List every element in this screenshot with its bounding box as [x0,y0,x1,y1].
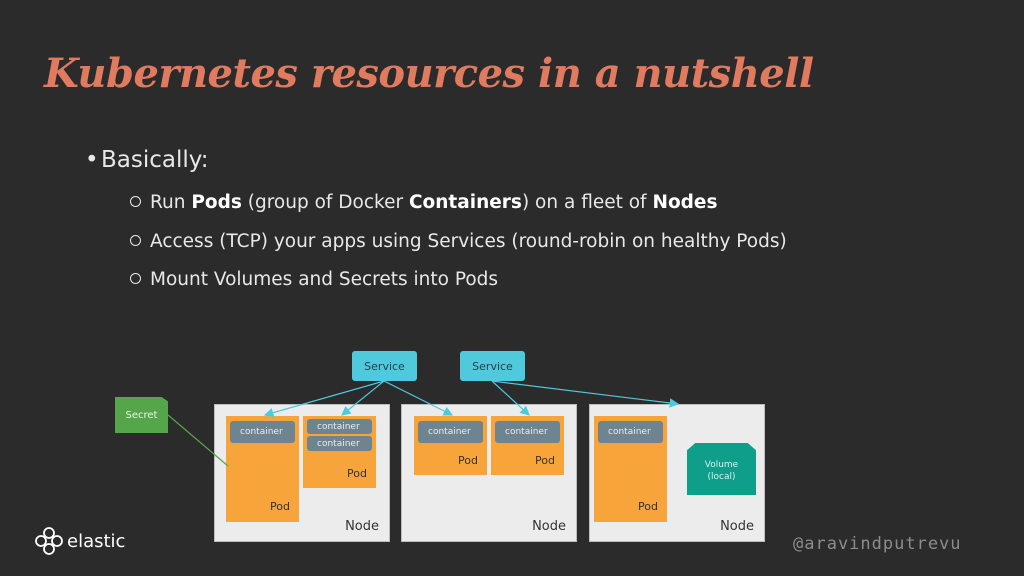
service-1-to-pod-2-line [341,380,385,416]
container-1: container [230,421,295,443]
sub-bullet-volumes: Mount Volumes and Secrets into Pods [130,269,498,290]
pod-2: container container Pod [303,416,376,488]
elastic-logo: elastic [35,527,125,555]
node-label: Node [720,519,754,534]
pod-label: Pod [535,454,555,467]
volume-label: Volume [704,460,739,470]
pod-label: Pod [347,467,367,480]
bullet-basically: •Basically: [85,147,209,173]
node-label: Node [345,519,379,534]
node-label: Node [532,519,566,534]
sub-bullet-services: Access (TCP) your apps using Services (r… [130,231,787,252]
secret-to-pod-line [167,414,229,467]
pod-4: container Pod [491,416,564,475]
service-1: Service [352,351,417,381]
container-2: container [307,419,372,434]
volume-sublabel: (local) [707,472,736,482]
pod-5: container Pod [594,416,667,522]
pod-1: container Pod [226,416,299,522]
pod-label: Pod [638,500,658,513]
logo-text: elastic [67,530,126,552]
elastic-logo-icon [35,527,63,555]
pod-label: Pod [458,454,478,467]
service-2: Service [460,351,525,381]
pod-label: Pod [270,500,290,513]
service-1-to-pod-1-line [263,380,385,418]
service-2-to-node-3-line [491,380,680,408]
circle-bullet-icon [130,196,141,207]
sub-bullet-pods: Run Pods (group of Docker Containers) on… [130,192,717,213]
service-2-to-pod-4-line [491,380,530,416]
pod-3: container Pod [414,416,487,475]
volume-local: Volume (local) [687,443,756,495]
container-4: container [418,421,483,443]
container-5: container [495,421,560,443]
secret: Secret [115,397,168,433]
bullet-text: Basically: [101,147,209,173]
container-6: container [598,421,663,443]
circle-bullet-icon [130,273,141,284]
service-1-to-pod-3-line [383,380,454,416]
slide-title: Kubernetes resources in a nutshell [44,50,814,97]
twitter-handle: @aravindputrevu [793,534,962,554]
circle-bullet-icon [130,235,141,246]
container-3: container [307,436,372,451]
